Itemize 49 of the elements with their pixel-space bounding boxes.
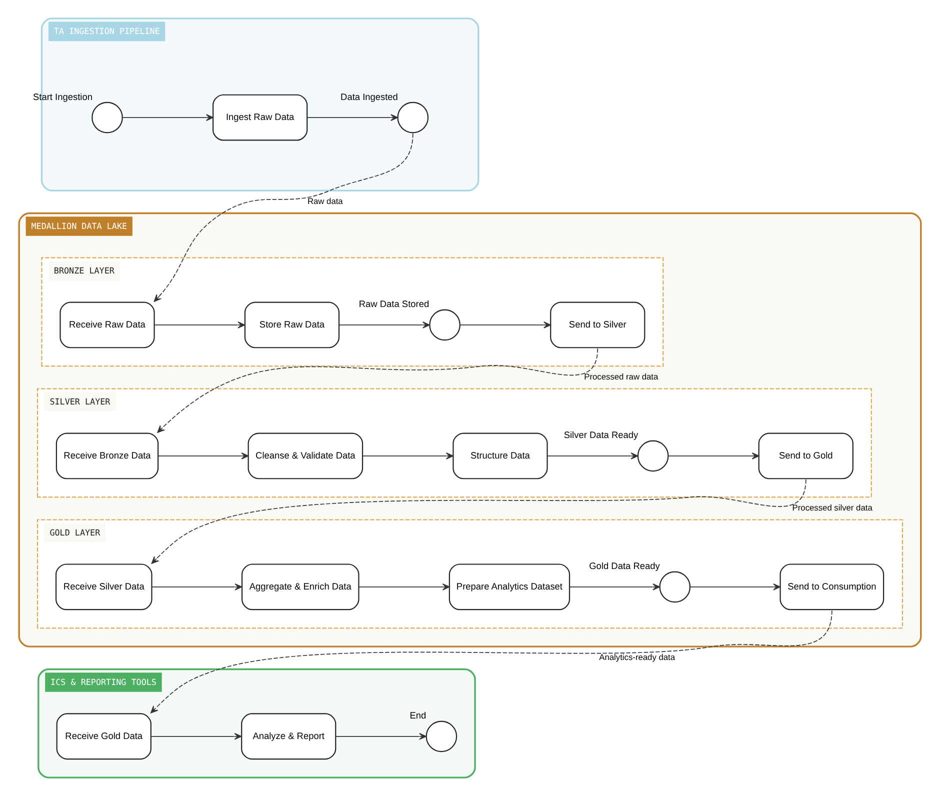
arrow [151, 584, 242, 590]
node-box: Prepare Analytics Dataset [448, 564, 570, 610]
node-circle [426, 720, 458, 752]
node-box: Send to Gold [758, 432, 854, 480]
node-circle [659, 571, 691, 603]
node-box: Receive Raw Data [60, 302, 155, 348]
arrow [151, 479, 806, 564]
node-box: Aggregate & Enrich Data [241, 564, 360, 610]
node-box: Ingest Raw Data [212, 94, 308, 141]
arrow [335, 732, 427, 740]
node-label: Start Ingestion [33, 92, 92, 102]
node-label: Gold Data Ready [589, 561, 660, 572]
arrow [690, 584, 781, 590]
node-box: Cleanse & Validate Data [248, 432, 364, 480]
arrow [157, 348, 598, 433]
node-label: Raw Data Stored [358, 299, 430, 310]
node-circle [429, 309, 460, 341]
node-circle [397, 102, 429, 134]
node-box: Structure Data [452, 432, 548, 480]
arrow [668, 452, 760, 460]
node-box: Store Raw Data [244, 302, 340, 348]
node-box: Send to Consumption [780, 564, 884, 610]
edge-label: Processed raw data [584, 372, 658, 382]
arrow [358, 584, 450, 590]
arrow [150, 610, 832, 714]
arrow [546, 452, 638, 460]
edge-label: Processed silver data [792, 502, 872, 513]
arrow [158, 452, 249, 460]
node-box: Send to Silver [550, 302, 646, 348]
node-box: Receive Bronze Data [56, 432, 159, 480]
arrow [569, 584, 660, 590]
arrow [122, 114, 214, 121]
edge-label: Analytics-ready data [599, 652, 676, 662]
node-label: Silver Data Ready [564, 430, 638, 440]
node-box: Analyze & Report [241, 713, 336, 760]
node-label: End [410, 710, 426, 721]
node-circle [637, 440, 669, 472]
node-box: Receive Gold Data [56, 713, 152, 760]
arrow [150, 732, 242, 740]
arrow [338, 322, 430, 328]
node-box: Receive Silver Data [55, 564, 152, 610]
node-label: Data Ingested [340, 92, 398, 102]
node-circle [92, 102, 123, 134]
arrow [306, 114, 398, 121]
arrow [460, 322, 552, 328]
arrow [154, 133, 414, 302]
edge-label: Raw data [307, 196, 343, 206]
arrow [154, 322, 246, 328]
arrow [362, 452, 454, 460]
